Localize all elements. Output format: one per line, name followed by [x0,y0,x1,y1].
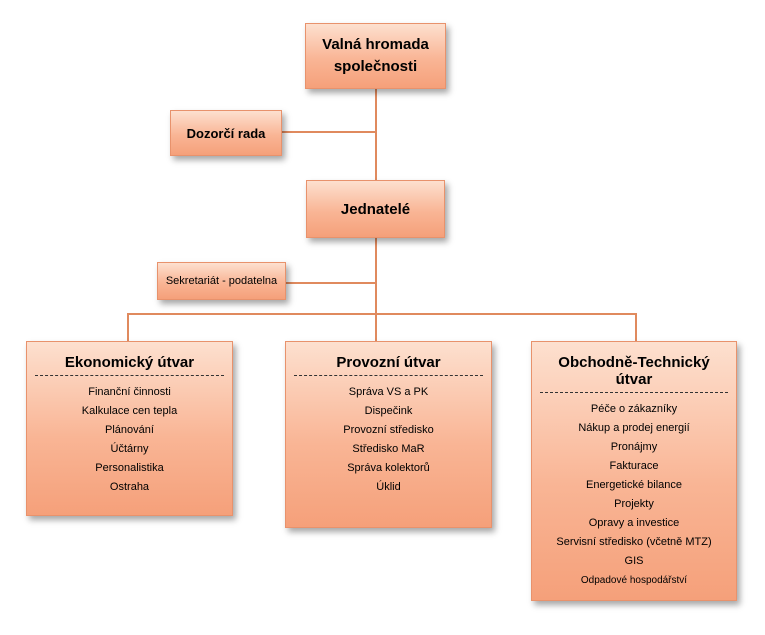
list-item: Dispečink [364,405,413,417]
secretariat-box: Sekretariát - podatelna [157,262,286,300]
list-item: Odpadové hospodářství [580,575,688,586]
list-item: Fakturace [609,460,659,472]
list-item: Správa VS a PK [348,386,429,398]
connector-dept-3 [635,313,637,341]
list-item: Finanční činnosti [88,386,171,398]
list-item: Ostraha [109,481,150,493]
general-meeting-line1: Valná hromada [322,36,429,53]
list-item: Plánování [105,424,154,436]
list-item: Úklid [376,481,401,493]
secretariat-label: Sekretariát - podatelna [165,275,278,287]
list-item: Opravy a investice [588,517,680,529]
dept-operations-box: Provozní útvar Správa VS a PK Dispečink … [285,341,492,528]
general-meeting-line2: společnosti [333,58,418,75]
dept-economic-box: Ekonomický útvar Finanční činnosti Kalku… [26,341,233,516]
list-item: GIS [624,555,644,567]
dept-economic-title: Ekonomický útvar [35,354,224,376]
dept-operations-list: Správa VS a PK Dispečink Provozní středi… [343,383,433,497]
connector-dept-2 [375,313,377,341]
list-item: Středisko MaR [352,443,425,455]
list-item: Správa kolektorů [347,462,430,474]
connector-secretariat [285,282,376,284]
connector-supervisory [281,131,376,133]
connector-main-vertical [375,88,377,180]
connector-dept-1 [127,313,129,341]
general-meeting-box: Valná hromada společnosti [305,23,446,89]
list-item: Provozní středisko [343,424,434,436]
dept-economic-list: Finanční činnosti Kalkulace cen tepla Pl… [82,383,177,497]
dept-operations-title: Provozní útvar [294,354,483,376]
list-item: Servisní středisko (včetně MTZ) [556,536,712,548]
list-item: Péče o zákazníky [590,403,678,415]
connector-executives-down [375,238,377,314]
dept-commercial-technical-list: Péče o zákazníky Nákup a prodej energií … [556,400,711,590]
dept-commercial-technical-box: Obchodně-Technický útvar Péče o zákazník… [531,341,737,601]
executives-label: Jednatelé [340,200,411,218]
list-item: Pronájmy [610,441,658,453]
executives-box: Jednatelé [306,180,445,238]
connector-horizontal-bus [127,313,637,315]
supervisory-board-box: Dozorčí rada [170,110,282,156]
supervisory-board-label: Dozorčí rada [186,125,266,141]
list-item: Nákup a prodej energií [578,422,690,434]
list-item: Personalistika [95,462,164,474]
list-item: Energetické bilance [585,479,682,491]
list-item: Projekty [614,498,654,510]
list-item: Účtárny [110,443,149,455]
dept-commercial-technical-title: Obchodně-Technický útvar [540,354,728,393]
list-item: Kalkulace cen tepla [81,405,178,417]
